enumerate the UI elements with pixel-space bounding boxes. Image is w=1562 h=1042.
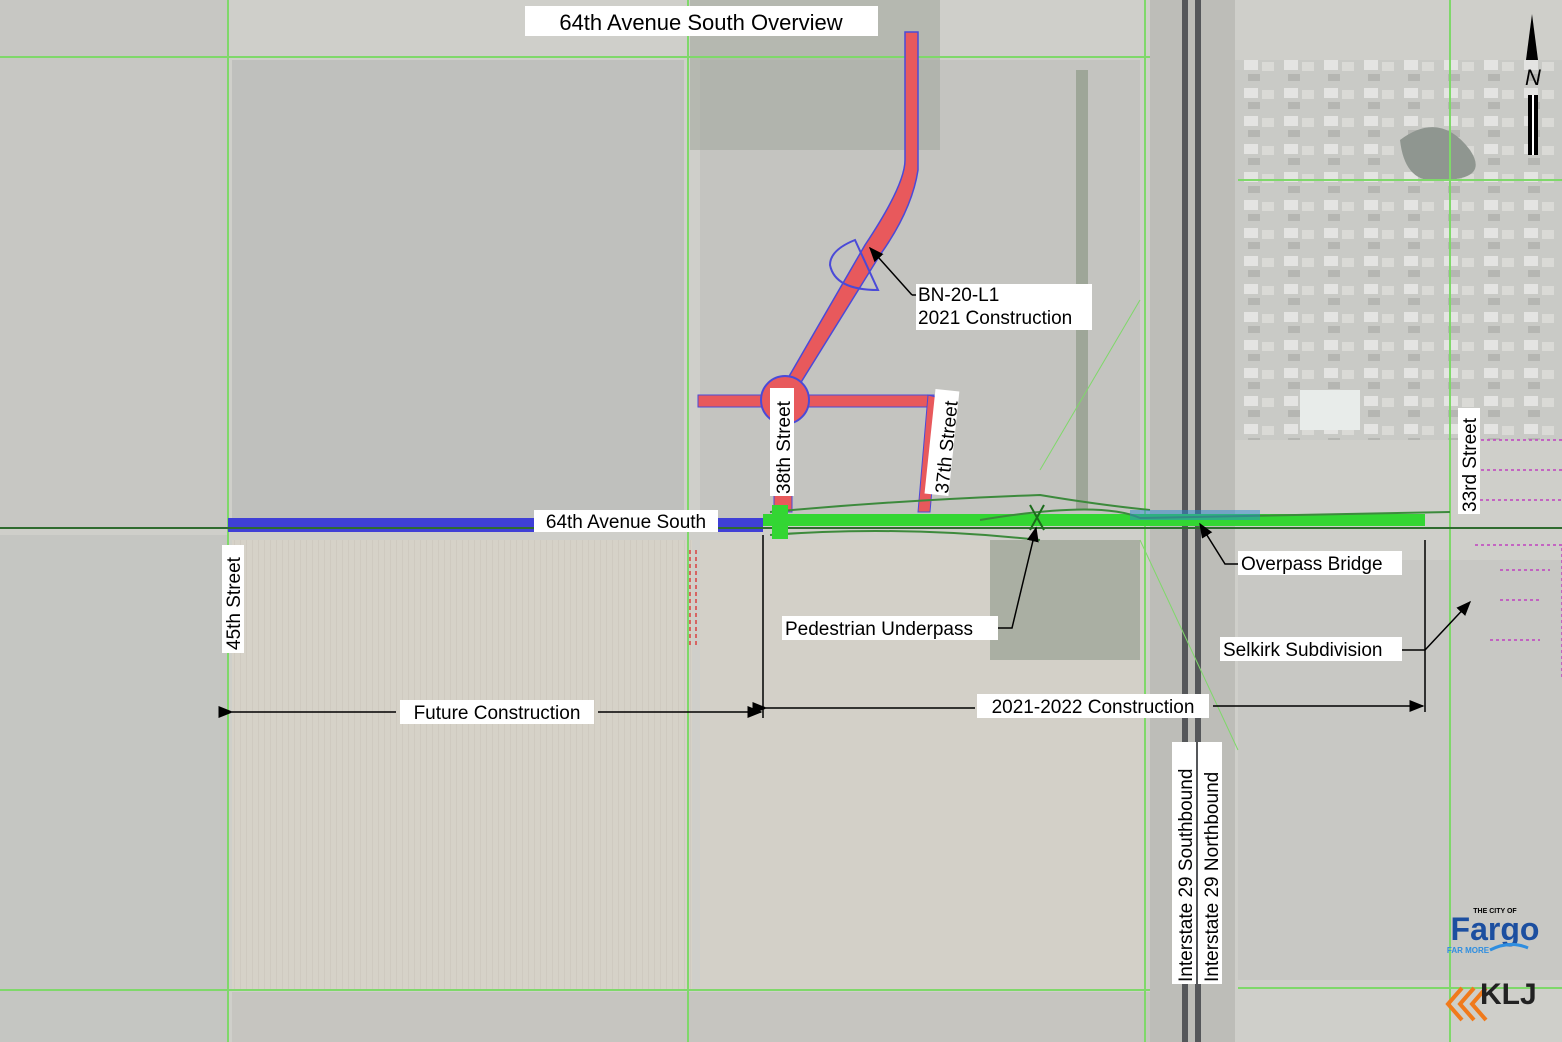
svg-text:2021-2022 Construction: 2021-2022 Construction — [992, 697, 1195, 718]
phase-dimensions — [218, 535, 1426, 718]
future-construction-label: Future Construction — [400, 700, 594, 724]
bn-callout-line1: BN-20-L1 — [918, 285, 999, 306]
bn-callout: BN-20-L1 2021 Construction — [869, 246, 1092, 330]
svg-text:Pedestrian Underpass: Pedestrian Underpass — [785, 619, 973, 640]
street-33-label: 33rd Street — [1458, 408, 1481, 514]
svg-text:Selkirk Subdivision: Selkirk Subdivision — [1223, 640, 1382, 661]
overpass-callout: Overpass Bridge — [1199, 522, 1402, 575]
fargo-logo-text: Fargo — [1451, 911, 1540, 947]
property-lines — [689, 439, 1562, 680]
i29-southbound-label: Interstate 29 Southbound — [1172, 742, 1197, 984]
street-38-label: 38th Street — [770, 388, 795, 496]
klj-logo-text: KLJ — [1480, 978, 1537, 1011]
underpass-callout: Pedestrian Underpass — [782, 526, 1039, 640]
map-title: 64th Avenue South Overview — [525, 6, 878, 36]
svg-text:38th Street: 38th Street — [774, 400, 795, 494]
svg-text:Interstate 29 Southbound: Interstate 29 Southbound — [1176, 769, 1197, 982]
selkirk-callout: Selkirk Subdivision — [1220, 600, 1472, 661]
svg-text:33rd Street: 33rd Street — [1460, 417, 1481, 512]
fargo-tagline: FAR MORE — [1447, 946, 1490, 955]
svg-text:64th Avenue South: 64th Avenue South — [546, 512, 706, 533]
svg-text:Interstate 29 Northbound: Interstate 29 Northbound — [1202, 772, 1223, 982]
klj-logo: KLJ — [1445, 978, 1537, 1022]
north-arrow-icon: N — [1525, 14, 1541, 155]
current-project — [763, 493, 1451, 541]
svg-text:Future Construction: Future Construction — [414, 703, 581, 724]
fargo-logo: THE CITY OF Fargo FAR MORE — [1447, 908, 1540, 955]
svg-text:Overpass Bridge: Overpass Bridge — [1241, 554, 1383, 575]
bn-callout-line2: 2021 Construction — [918, 308, 1072, 329]
avenue-64-label: 64th Avenue South — [534, 510, 718, 533]
svg-text:45th Street: 45th Street — [224, 556, 245, 650]
current-construction-label: 2021-2022 Construction — [977, 694, 1209, 718]
page-title: 64th Avenue South Overview — [559, 10, 842, 35]
north-label: N — [1525, 65, 1541, 90]
street-45-label: 45th Street — [222, 545, 245, 653]
underpass-marker — [1029, 504, 1045, 531]
i29-northbound-label: Interstate 29 Northbound — [1198, 742, 1223, 984]
fargo-logo-small: THE CITY OF — [1473, 908, 1517, 915]
